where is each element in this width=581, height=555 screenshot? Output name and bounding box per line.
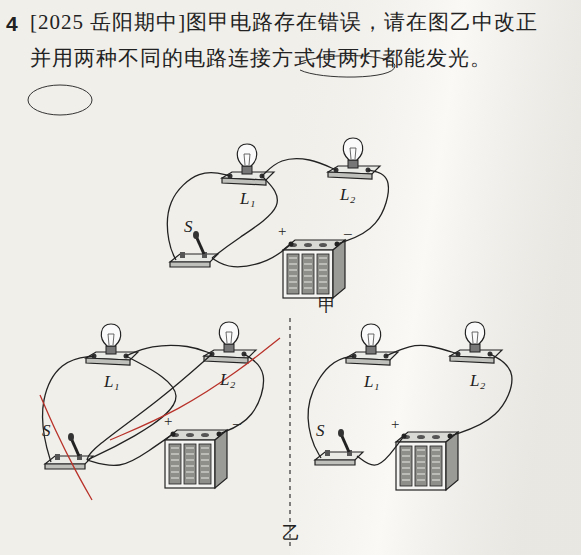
figure-label: − xyxy=(232,416,242,433)
figure-label: S xyxy=(316,422,325,439)
switch xyxy=(170,231,218,267)
wire xyxy=(40,395,92,500)
question-text: [2025 岳阳期中]图甲电路存在错误，请在图乙中改正并用两种不同的电路连接方式… xyxy=(30,4,545,76)
wire xyxy=(357,436,404,465)
wire xyxy=(110,338,280,440)
glare xyxy=(290,0,581,555)
figure-label: L₁ xyxy=(364,373,379,390)
figure-label: L₂ xyxy=(470,372,485,389)
figure-label: L₁ xyxy=(240,190,255,207)
wire xyxy=(308,356,354,458)
switch xyxy=(45,433,93,469)
figure-label: S xyxy=(42,422,51,439)
pen-mark xyxy=(28,85,92,115)
wire xyxy=(262,159,336,176)
battery xyxy=(165,430,227,488)
lamp xyxy=(222,144,274,185)
wire xyxy=(450,354,512,436)
figure-label: L₂ xyxy=(340,186,355,203)
figure-label: S xyxy=(184,218,193,235)
wire xyxy=(126,345,212,356)
figure-label: − xyxy=(343,226,353,243)
figure-label: 乙 xyxy=(282,524,300,542)
divider xyxy=(289,318,290,548)
wire xyxy=(42,356,94,462)
figure-label: L₁ xyxy=(104,373,119,390)
lamp xyxy=(346,324,398,365)
wire xyxy=(87,354,212,460)
figure-label: 甲 xyxy=(318,296,336,314)
wire xyxy=(212,176,277,258)
wire xyxy=(219,354,264,434)
figure-label: L₂ xyxy=(220,371,235,388)
battery xyxy=(396,432,458,490)
question-number: 4 xyxy=(6,13,18,34)
lamp xyxy=(328,138,380,179)
wire xyxy=(212,244,291,267)
figure-label: + xyxy=(164,414,172,429)
figure-label: + xyxy=(278,224,286,239)
wire xyxy=(167,173,230,260)
figure-label: + xyxy=(391,417,399,432)
wire xyxy=(337,170,388,244)
battery xyxy=(283,240,345,298)
wire xyxy=(386,345,458,356)
